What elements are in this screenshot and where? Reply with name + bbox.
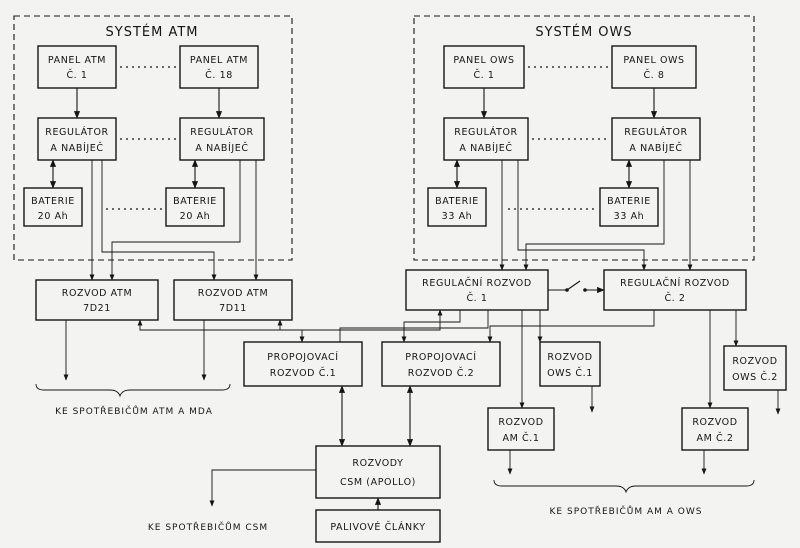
atm-regulator-2 — [179, 117, 265, 161]
ows-panel-8-line2: Č. 8 — [643, 69, 664, 81]
atm-system-frame — [13, 15, 293, 261]
am-ows-caption: KE SPOTŘEBIČŮM AM A OWS — [550, 505, 703, 517]
propojovaci-rozvod-2-line1: PROPOJOVACÍ — [405, 351, 476, 363]
rozvod-atm-7d11-line2: 7D11 — [219, 303, 247, 314]
ows-battery-1-line1: BATERIE — [435, 196, 479, 207]
atm-panel-18 — [179, 45, 259, 89]
rozvod-am-1-line1: ROZVOD — [498, 417, 543, 428]
rozvod-atm-7d21-line1: ROZVOD ATM — [62, 288, 133, 299]
atm-battery-2-line2: 20 Ah — [180, 211, 211, 222]
ows-panel-8-line1: PANEL OWS — [623, 55, 684, 66]
propojovaci-rozvod-2-line2: ROZVOD Č.2 — [408, 367, 474, 379]
ows-battery-1 — [427, 187, 487, 227]
atm-panel-1-line2: Č. 1 — [66, 69, 87, 81]
palivove-clanky-label: PALIVOVÉ ČLÁNKY — [330, 521, 425, 533]
ows-regulator-2 — [611, 117, 701, 161]
ows-battery-1-line2: 33 Ah — [442, 211, 473, 222]
atm-consumers-brace — [35, 383, 231, 398]
propojovaci-rozvod-2 — [381, 341, 501, 387]
csm-caption: KE SPOTŘEBIČŮM CSM — [148, 521, 268, 533]
rozvod-ows-1-line1: ROZVOD — [547, 352, 592, 363]
ows-regulator-2-line1: REGULÁTOR — [624, 126, 687, 138]
regulacni-rozvod-2 — [603, 269, 747, 311]
ows-battery-2-line1: BATERIE — [607, 196, 651, 207]
ows-regulator-2-line2: A NABÍJEČ — [629, 142, 682, 154]
ows-regulator-1-line1: REGULÁTOR — [454, 126, 517, 138]
ows-panel-1 — [443, 45, 525, 89]
atm-battery-1 — [23, 187, 83, 227]
rozvod-ows-1 — [539, 341, 601, 387]
propojovaci-rozvod-1-line2: ROZVOD Č.1 — [270, 367, 336, 379]
rozvod-ows-2-line2: OWS Č.2 — [732, 371, 778, 383]
atm-panel-1 — [37, 45, 117, 89]
ows-system-title: SYSTÉM OWS — [535, 24, 632, 40]
atm-battery-1-line1: BATERIE — [31, 196, 75, 207]
atm-panel-18-line1: PANEL ATM — [190, 55, 248, 66]
rozvod-atm-7d11-line1: ROZVOD ATM — [198, 288, 269, 299]
regulacni-rozvod-1-line1: REGULAČNÍ ROZVOD — [422, 277, 532, 289]
atm-regulator-1-line2: A NABÍJEČ — [50, 142, 103, 154]
rozvod-am-1-line2: AM Č.1 — [502, 432, 539, 444]
atm-regulator-1-line1: REGULÁTOR — [45, 126, 108, 138]
atm-regulator-1 — [37, 117, 117, 161]
atm-mda-caption: KE SPOTŘEBIČŮM ATM A MDA — [55, 405, 213, 417]
rozvod-ows-2-line1: ROZVOD — [732, 356, 777, 367]
rozvod-atm-7d11 — [173, 279, 293, 321]
atm-battery-1-line2: 20 Ah — [38, 211, 69, 222]
ows-regulator-1-line2: A NABÍJEČ — [459, 142, 512, 154]
atm-battery-2-line1: BATERIE — [173, 196, 217, 207]
propojovaci-rozvod-1 — [243, 341, 363, 387]
rozvod-atm-7d21 — [35, 279, 159, 321]
rozvody-csm-line1: ROZVODY — [352, 458, 403, 469]
rozvod-ows-1-line2: OWS Č.1 — [547, 367, 593, 379]
ows-battery-2-line2: 33 Ah — [614, 211, 645, 222]
regulacni-rozvod-2-line1: REGULAČNÍ ROZVOD — [620, 277, 730, 289]
ows-panel-1-line1: PANEL OWS — [453, 55, 514, 66]
atm-regulator-2-line2: A NABÍJEČ — [195, 142, 248, 154]
ows-battery-2 — [599, 187, 659, 227]
rozvod-am-1 — [487, 407, 555, 451]
am-ows-consumers-brace — [493, 479, 755, 494]
rozvod-am-2-line1: ROZVOD — [692, 417, 737, 428]
atm-system-title: SYSTÉM ATM — [106, 24, 199, 40]
ows-regulator-1 — [443, 117, 529, 161]
rozvody-csm — [315, 445, 441, 499]
bus-tie-switch — [548, 280, 605, 294]
regulacni-rozvod-2-line2: Č. 2 — [664, 292, 685, 304]
rozvod-ows-2 — [723, 345, 787, 391]
palivove-clanky — [315, 509, 441, 543]
rozvod-atm-7d21-line2: 7D21 — [83, 303, 111, 314]
rozvod-am-2 — [681, 407, 749, 451]
regulacni-rozvod-1-line2: Č. 1 — [466, 292, 487, 304]
atm-battery-2 — [165, 187, 225, 227]
regulacni-rozvod-1 — [405, 269, 549, 311]
ows-panel-1-line2: Č. 1 — [473, 69, 494, 81]
ows-system-frame — [413, 15, 755, 261]
atm-panel-18-line2: Č. 18 — [205, 69, 233, 81]
ows-panel-8 — [611, 45, 697, 89]
atm-panel-1-line1: PANEL ATM — [48, 55, 106, 66]
atm-regulator-2-line1: REGULÁTOR — [190, 126, 253, 138]
rozvod-am-2-line2: AM Č.2 — [696, 432, 733, 444]
rozvody-csm-line2: CSM (APOLLO) — [340, 477, 416, 488]
propojovaci-rozvod-1-line1: PROPOJOVACÍ — [267, 351, 338, 363]
